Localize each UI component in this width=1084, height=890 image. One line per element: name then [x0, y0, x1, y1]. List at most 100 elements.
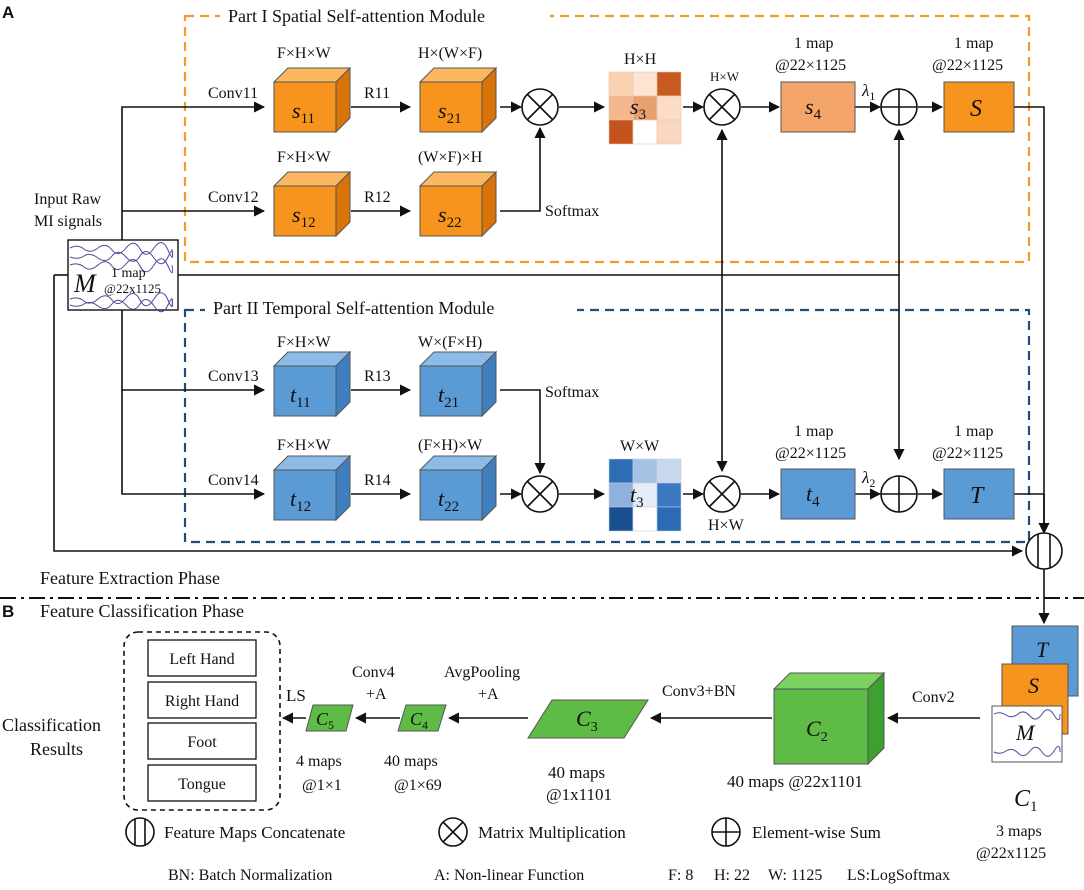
- s22-label: s22: [438, 202, 462, 231]
- panel-b-label: B: [2, 602, 14, 621]
- matmul-op-spatial-2: [703, 88, 741, 126]
- dim-s22: (W×F)×H: [418, 149, 483, 166]
- legend-a: A: Non-linear Function: [434, 867, 584, 884]
- c1-size: @22x1125: [976, 845, 1046, 862]
- heatmap-cell: [608, 458, 634, 484]
- class-left-hand: Left Hand: [147, 639, 257, 677]
- concat-op: [1025, 532, 1063, 570]
- sum-op-spatial: [880, 88, 918, 126]
- wire-t21-mult: [500, 389, 546, 475]
- part2-frame: [183, 308, 1031, 544]
- svg-text:T: T: [1036, 637, 1050, 662]
- heatmap-cell: [608, 506, 634, 532]
- avgpool-line2: +A: [478, 686, 499, 703]
- cube-t21: [418, 350, 498, 418]
- heatmap-cell: [608, 71, 634, 97]
- c5-maps: 4 maps: [296, 753, 342, 770]
- heatmap-cell: [656, 506, 682, 532]
- legend-concat: Feature Maps Concatenate: [164, 823, 345, 842]
- r12-label: R12: [364, 189, 391, 206]
- box-s4: [780, 81, 856, 133]
- c1-maps: 3 maps: [996, 823, 1042, 840]
- c5-label: C5: [316, 709, 334, 732]
- sum-op-temporal: [880, 475, 918, 513]
- matmul-op-temporal: [521, 475, 559, 513]
- heatmap-cell: [632, 482, 658, 508]
- legend-w: W: 1125: [768, 867, 822, 884]
- c4-size: @1×69: [394, 777, 442, 794]
- dim-mult-temporal: H×W: [708, 517, 745, 534]
- stack-M: M: [991, 705, 1063, 763]
- conv14-label: Conv14: [208, 472, 259, 489]
- s12-label: s12: [292, 202, 316, 231]
- dim-s12: F×H×W: [277, 149, 332, 166]
- m-symbol: M: [73, 269, 97, 298]
- S-maps: 1 map: [954, 35, 994, 52]
- c2-label: C2: [806, 716, 828, 745]
- class-right-hand: Right Hand: [147, 681, 257, 719]
- c4-maps: 40 maps: [384, 753, 438, 770]
- conv13-label: Conv13: [208, 368, 259, 385]
- conv4-line1: Conv4: [352, 664, 395, 681]
- dim-t3: W×W: [620, 438, 660, 455]
- block-c5: [305, 704, 354, 732]
- wire-T-concat: [1014, 493, 1045, 531]
- s11-label: s11: [292, 98, 315, 127]
- dim-t21: W×(F×H): [418, 334, 482, 351]
- c3-label: C3: [576, 706, 598, 735]
- part2-title-bg: [205, 298, 577, 320]
- cube-s21: [418, 66, 498, 134]
- wire-input-conv11: [121, 101, 266, 240]
- input-label-line1: Input Raw: [34, 191, 102, 208]
- part1-title: Part I Spatial Self-attention Module: [228, 6, 485, 26]
- heatmap-cell: [656, 95, 682, 121]
- s4-label: s4: [805, 94, 822, 123]
- fc-phase-label: Feature Classification Phase: [40, 601, 244, 621]
- T-maps: 1 map: [954, 423, 994, 440]
- t21-label: t21: [438, 382, 459, 411]
- legend-concat-icon: [125, 817, 155, 847]
- dim-s11: F×H×W: [277, 45, 332, 62]
- s3-label: s3: [630, 94, 646, 123]
- wire-m-to-concat: [53, 275, 1024, 557]
- block-c3: [527, 699, 649, 739]
- T-label: T: [970, 483, 985, 509]
- box-S: [943, 81, 1015, 133]
- avgpool-line1: AvgPooling: [444, 664, 520, 681]
- heatmap-cell: [656, 482, 682, 508]
- softmax-spatial: Softmax: [545, 203, 599, 220]
- cube-t22: [418, 454, 498, 522]
- cube-s11: [272, 66, 352, 134]
- results-title-line2: Results: [30, 739, 83, 759]
- c4-label: C4: [410, 709, 428, 732]
- matmul-op-temporal-2: [703, 475, 741, 513]
- cube-s12: [272, 170, 352, 238]
- heatmap-cell: [632, 119, 658, 145]
- block-c2: [772, 671, 886, 766]
- c3-maps: 40 maps: [548, 763, 605, 782]
- dim-t22: (F×H)×W: [418, 437, 483, 454]
- S-label: S: [970, 96, 982, 122]
- heatmap-cell: [608, 482, 634, 508]
- t22-label: t22: [438, 486, 459, 515]
- m-maps: 1 map: [111, 266, 146, 281]
- t12-label: t12: [290, 486, 311, 515]
- part1-frame: [183, 14, 1031, 264]
- wire-input-conv14: [121, 390, 266, 500]
- legend-f: F: 8: [668, 867, 693, 884]
- cube-t11: [272, 350, 352, 418]
- c5-size: @1×1: [302, 777, 342, 794]
- m-size: @22x1125: [104, 281, 161, 296]
- c2-caption: 40 maps @22x1101: [727, 772, 863, 791]
- conv4-line2: +A: [366, 686, 387, 703]
- r13-label: R13: [364, 368, 391, 385]
- heatmap-cell: [632, 95, 658, 121]
- box-t4: [780, 468, 856, 520]
- heatmap-cell: [632, 458, 658, 484]
- t4-label: t4: [806, 481, 820, 510]
- legend-ls: LS:LogSoftmax: [847, 867, 950, 884]
- svg-text:M: M: [1015, 720, 1036, 745]
- heatmap-cell: [656, 71, 682, 97]
- dim-s21: H×(W×F): [418, 45, 482, 62]
